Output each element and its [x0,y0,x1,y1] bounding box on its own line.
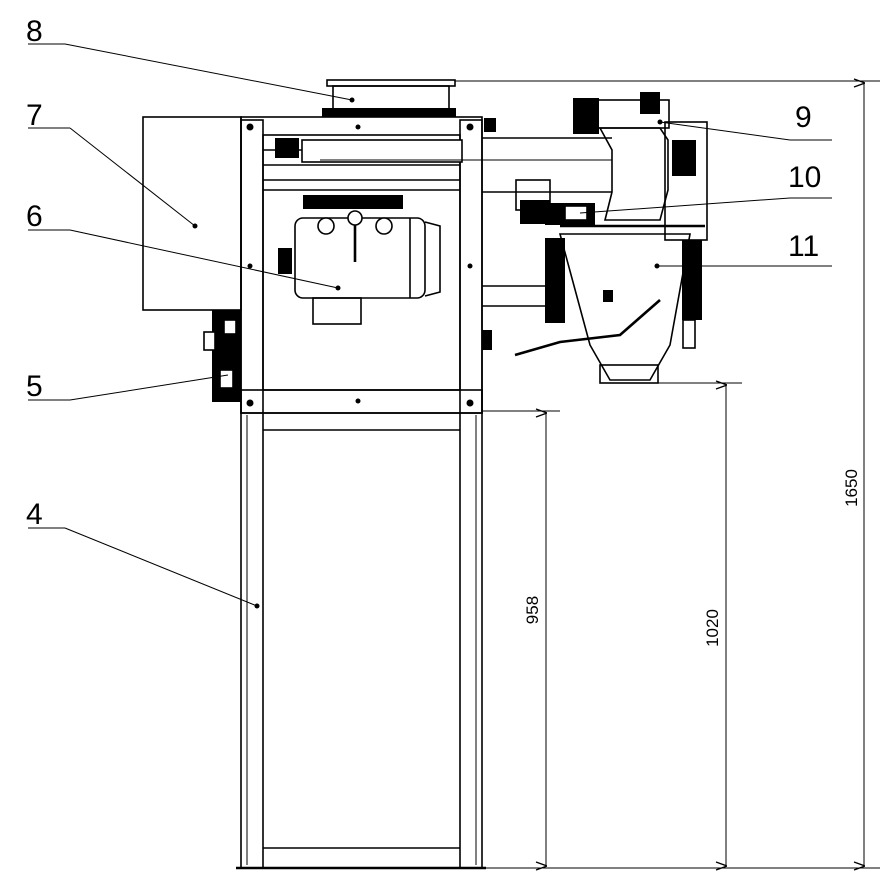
callout-8: 8 [26,15,43,48]
leader-lines [28,43,832,607]
svg-text:1650: 1650 [842,469,861,507]
dim-label-total-height: 1650 [842,469,861,507]
callout-7: 7 [26,99,43,132]
valve [545,203,705,228]
inlet-flange [322,79,456,130]
callout-10: 10 [788,161,821,194]
callout-11: 11 [788,230,819,263]
electrical-box [142,116,242,311]
callout-4: 4 [26,498,43,531]
hopper-spout [514,233,702,384]
dimension-lines [455,81,880,868]
dim-label-spout-height: 1020 [703,609,722,647]
svg-text:1020: 1020 [703,609,722,647]
callout-6: 6 [26,200,43,233]
side-controls [203,310,492,402]
motor [278,195,441,325]
callout-5: 5 [26,370,43,403]
upper-housing [240,116,483,414]
stand-frame [236,119,486,870]
callout-9: 9 [795,101,812,134]
dim-label-frame-height: 958 [523,596,542,624]
svg-text:958: 958 [523,596,542,624]
filling-head [573,92,708,241]
